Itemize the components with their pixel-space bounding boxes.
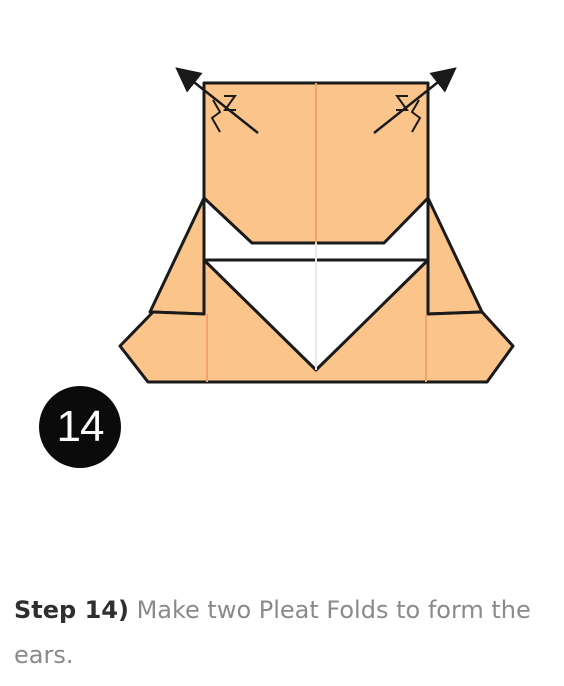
left-pleat-symbol xyxy=(210,99,222,133)
step-instruction: Make two Pleat Folds to form the ears. xyxy=(14,596,531,669)
step-label: Step 14) xyxy=(14,596,129,624)
left-wing-flap xyxy=(148,196,206,316)
right-z-mark xyxy=(395,95,409,111)
right-wing-flap xyxy=(426,196,484,316)
left-z-mark xyxy=(223,95,237,111)
origami-step-diagram xyxy=(118,67,515,384)
step-caption: Step 14) Make two Pleat Folds to form th… xyxy=(14,588,544,678)
step-number-badge: 14 xyxy=(39,386,121,468)
left-fold-arrow xyxy=(175,67,259,134)
right-pleat-symbol xyxy=(410,99,422,133)
right-fold-arrow xyxy=(373,67,457,134)
